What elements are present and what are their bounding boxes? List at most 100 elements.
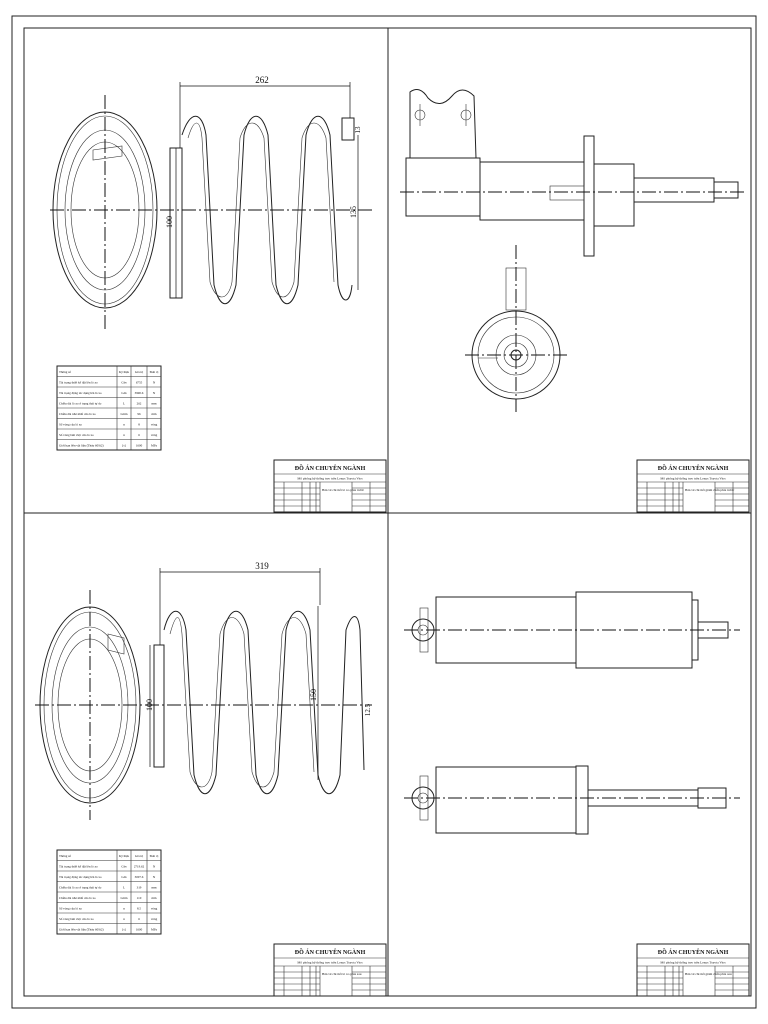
table-cell: N xyxy=(153,391,156,395)
table-cell: Gđs xyxy=(121,391,127,395)
title-block-rear-spring: ĐỒ ÁN CHUYÊN NGÀNH Mô phỏng hệ thống treo… xyxy=(273,943,387,997)
table-cell: [τ] xyxy=(122,443,125,447)
table-cell: Lmin xyxy=(121,896,128,900)
rear-shock-view-upper xyxy=(404,591,740,669)
front-dia-dim: 100 xyxy=(165,216,174,228)
rear-spring-table: Thông số Ký hiệu Giá trị Đơn vị Tải trọng th… xyxy=(56,849,162,935)
table-cell: 319 xyxy=(137,885,142,889)
front-wire-dim: 13 xyxy=(354,126,362,134)
table-cell: Gđs xyxy=(121,875,127,879)
table-cell: Chiều dài nhỏ nhất của lò xo xyxy=(59,412,96,416)
rear-height-dim: 150 xyxy=(309,689,318,701)
table-cell: 6755 xyxy=(136,380,143,384)
sheet-border xyxy=(11,15,757,1009)
rear-spring-coils xyxy=(145,610,372,795)
table-header-cell: Giá trị xyxy=(135,370,143,374)
table-cell: vòng xyxy=(151,917,158,921)
table-cell: Tải trọng thiết kế đặt lên lò xo xyxy=(59,380,98,384)
table-header-cell: Thông số xyxy=(59,854,71,858)
table-cell: 6 xyxy=(138,917,140,921)
front-spring-view: 262 100 135 13 xyxy=(50,75,372,330)
table-cell: n xyxy=(123,917,125,921)
table-cell: 6 xyxy=(138,433,140,437)
table-cell: Số vòng của lò xo xyxy=(59,906,82,910)
table-cell: Gbs xyxy=(121,864,127,868)
table-cell: L xyxy=(123,885,125,889)
rear-length-dim: 319 xyxy=(255,561,269,571)
table-cell: vòng xyxy=(151,422,158,426)
title-block-title: ĐỒ ÁN CHUYÊN NGÀNH xyxy=(295,464,366,472)
table-cell: Chiều dài lò xo ở trạng thái tự do xyxy=(59,885,102,889)
table-cell: 262 xyxy=(137,401,142,405)
front-spring-table: Thông số Ký hiệu Giá trị Đơn vị Tải trọng th… xyxy=(56,365,162,451)
title-block-drawing-name: Bản vẽ chi tiết giảm chấn phía trước xyxy=(685,488,735,492)
table-cell: 8 xyxy=(138,422,140,426)
table-cell: MPa xyxy=(151,443,158,447)
table-cell: mm xyxy=(152,896,157,900)
table-cell: Số vòng của lò xo xyxy=(59,422,82,426)
table-cell: Giới hạn bền vật liệu (Thép 60Si2) xyxy=(59,927,104,931)
title-block-title: ĐỒ ÁN CHUYÊN NGÀNH xyxy=(658,948,729,956)
title-block-title: ĐỒ ÁN CHUYÊN NGÀNH xyxy=(658,464,729,472)
rear-spring-end-view xyxy=(35,590,148,820)
title-block-title: ĐỒ ÁN CHUYÊN NGÀNH xyxy=(295,948,366,956)
front-spring-coils xyxy=(160,115,372,305)
rear-spring-view: 319 100 150 12.5 xyxy=(35,561,372,820)
table-cell: mm xyxy=(152,401,157,405)
table-cell: [τ] xyxy=(122,927,125,931)
title-block-subtitle: Mô phỏng hệ thống treo trên Lexus Toyota… xyxy=(660,961,726,965)
table-cell: 2719.62 xyxy=(134,864,145,868)
title-block-drawing-name: Bản vẽ chi tiết lò xo phía trước xyxy=(322,488,365,492)
table-cell: Tải trọng động tác dụng lên lò xo xyxy=(59,391,102,395)
table-cell: Tải trọng thiết kế đặt lên lò xo xyxy=(59,864,98,868)
title-block-drawing-name: Bản vẽ chi tiết giảm chấn phía sau xyxy=(685,972,732,976)
table-cell: mm xyxy=(152,412,157,416)
table-cell: N xyxy=(153,864,156,868)
title-block-rear-shock: ĐỒ ÁN CHUYÊN NGÀNH Mô phỏng hệ thống treo… xyxy=(636,943,750,997)
front-shock-view xyxy=(400,89,745,412)
table-cell: 1600 xyxy=(136,443,143,447)
table-cell: 1600 xyxy=(136,927,143,931)
table-cell: n xyxy=(123,906,125,910)
front-spring-end-view xyxy=(50,95,162,330)
table-cell: Chiều dài nhỏ nhất của lò xo xyxy=(59,896,96,900)
table-cell: Lmin xyxy=(121,412,128,416)
rear-wire-dim: 12.5 xyxy=(364,703,372,716)
table-cell: Tải trọng động tác dụng lên lò xo xyxy=(59,875,102,879)
table-cell: Gbs xyxy=(121,380,127,384)
table-cell: 110 xyxy=(137,896,142,900)
table-header-cell: Ký hiệu xyxy=(119,854,130,858)
table-cell: 3990.6 xyxy=(135,391,144,395)
table-cell: Giới hạn bền vật liệu (Thép 60Si2) xyxy=(59,443,104,447)
front-length-dim: 262 xyxy=(255,75,269,85)
table-header-cell: Đơn vị xyxy=(150,854,159,858)
table-header-cell: Giá trị xyxy=(135,854,143,858)
table-cell: N xyxy=(153,875,156,879)
front-height-dim: 135 xyxy=(349,206,358,218)
table-cell: n xyxy=(123,422,125,426)
title-block-subtitle: Mô phỏng hệ thống treo trên Lexus Toyota… xyxy=(297,961,363,965)
table-cell: mm xyxy=(152,885,157,889)
front-spring-dimensions: 262 100 135 13 xyxy=(165,75,362,298)
rear-shock-view-lower xyxy=(404,765,740,835)
title-block-subtitle: Mô phỏng hệ thống treo trên Lexus Toyota… xyxy=(660,477,726,481)
table-header-cell: Đơn vị xyxy=(150,370,159,374)
table-cell: Số vòng làm việc của lò xo xyxy=(59,917,94,921)
rear-dia-dim: 100 xyxy=(145,699,154,711)
table-cell: n xyxy=(123,433,125,437)
table-header-cell: Thông số xyxy=(59,370,71,374)
table-cell: 96 xyxy=(137,412,141,416)
table-cell: L xyxy=(123,401,125,405)
table-cell: Số vòng làm việc của lò xo xyxy=(59,433,94,437)
table-cell: N xyxy=(153,380,156,384)
table-header-cell: Ký hiệu xyxy=(119,370,130,374)
table-cell: Chiều dài lò xo ở trạng thái tự do xyxy=(59,401,102,405)
rear-spring-dimensions: 319 100 150 12.5 xyxy=(145,561,372,780)
table-cell: 3007.6 xyxy=(135,875,144,879)
title-block-drawing-name: Bản vẽ chi tiết lò xo phía sau xyxy=(322,972,362,976)
table-cell: MPa xyxy=(151,927,158,931)
title-block-front-shock: ĐỒ ÁN CHUYÊN NGÀNH Mô phỏng hệ thống treo… xyxy=(636,459,750,513)
table-cell: vòng xyxy=(151,433,158,437)
